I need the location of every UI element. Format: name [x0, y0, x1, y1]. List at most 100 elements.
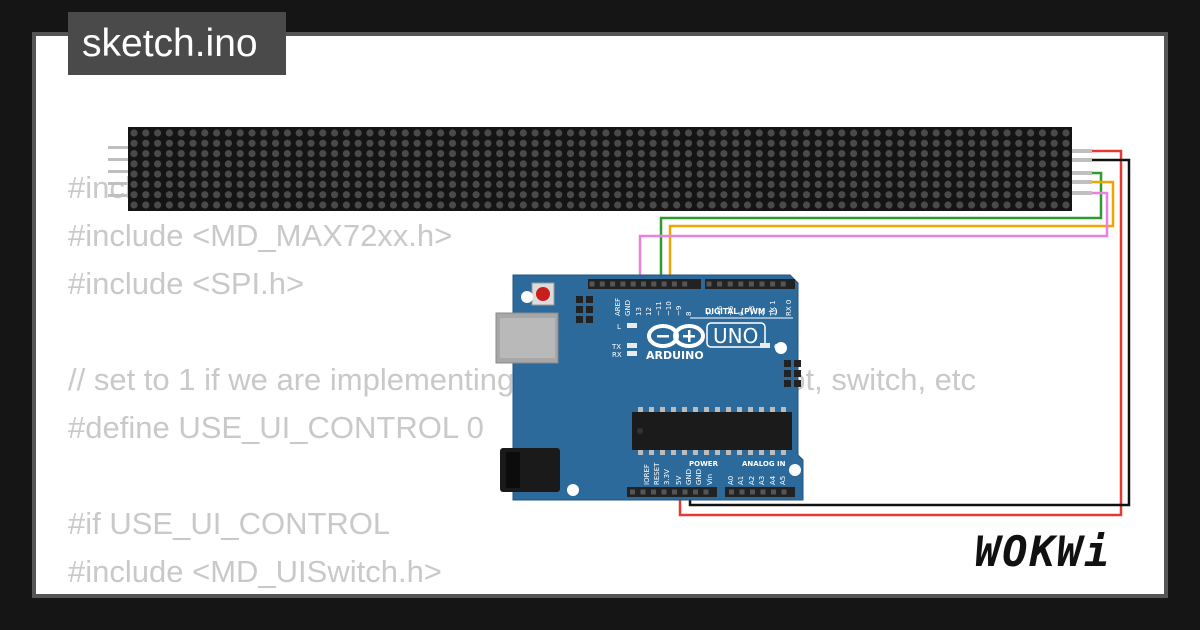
matrix-led [861, 129, 870, 137]
matrix-led [802, 150, 811, 158]
matrix-led [743, 160, 752, 168]
matrix-led [519, 201, 527, 209]
matrix-led [708, 180, 716, 188]
matrix-led [543, 160, 551, 168]
pin-hole[interactable] [729, 489, 734, 495]
matrix-led [448, 139, 457, 147]
matrix-led [991, 191, 999, 199]
matrix-led [614, 150, 622, 158]
pin-hole[interactable] [738, 281, 744, 287]
pin-hole[interactable] [750, 489, 755, 495]
matrix-left-pins [108, 146, 128, 197]
matrix-led [720, 150, 728, 158]
pin-hole[interactable] [682, 489, 688, 495]
pin-hole[interactable] [770, 281, 776, 287]
pin-hole[interactable] [717, 281, 723, 287]
pin-hole[interactable] [759, 281, 765, 287]
matrix-led [802, 191, 811, 199]
matrix-led [566, 139, 575, 147]
matrix-led [224, 191, 232, 199]
matrix-led [1027, 129, 1035, 137]
pin-hole[interactable] [641, 281, 646, 287]
pin-hole[interactable] [748, 281, 754, 287]
pin-hole[interactable] [706, 281, 712, 287]
top-pin-label: RX 0 [785, 300, 793, 316]
pin-hole[interactable] [630, 281, 636, 287]
pin-hole[interactable] [589, 281, 595, 287]
matrix-led [767, 129, 775, 137]
pin-hole[interactable] [781, 489, 787, 495]
pin-hole[interactable] [682, 281, 688, 287]
matrix-led [743, 170, 752, 178]
matrix-led [307, 170, 315, 178]
wire-din[interactable] [659, 171, 1103, 287]
matrix-led [283, 201, 291, 209]
matrix-led [331, 150, 339, 158]
matrix-led [826, 191, 834, 199]
pin-hole[interactable] [610, 281, 616, 287]
matrix-led [331, 139, 339, 147]
pin-hole[interactable] [630, 489, 635, 495]
pin-hole[interactable] [672, 489, 677, 495]
matrix-led [732, 129, 740, 137]
matrix-led [991, 170, 999, 178]
matrix-led [165, 170, 173, 178]
code-line: #include <SPI.h> [68, 266, 305, 301]
matrix-led [283, 129, 291, 137]
matrix-led [272, 160, 280, 168]
matrix-led [861, 180, 870, 188]
pin-hole[interactable] [661, 281, 667, 287]
matrix-led [920, 170, 929, 178]
pin-hole[interactable] [640, 489, 646, 495]
file-tab[interactable]: sketch.ino [68, 12, 286, 75]
wire-vcc[interactable] [678, 149, 1123, 517]
matrix-led [779, 150, 787, 158]
matrix-led [755, 150, 763, 158]
pin-hole[interactable] [671, 281, 677, 287]
wire-cs[interactable] [668, 180, 1115, 287]
matrix-led [201, 170, 209, 178]
chip-leg [748, 407, 753, 412]
pin-hole[interactable] [620, 281, 626, 287]
matrix-led [968, 139, 976, 147]
matrix-led [1038, 180, 1046, 188]
matrix-led [496, 170, 504, 178]
analog-header[interactable] [725, 487, 795, 497]
led-matrix[interactable] [108, 127, 1092, 211]
matrix-led [1038, 150, 1046, 158]
matrix-led [496, 191, 504, 199]
matrix-led [378, 129, 386, 137]
pin-hole[interactable] [760, 489, 766, 495]
matrix-led [236, 191, 244, 199]
chip-leg [781, 450, 786, 455]
matrix-led [673, 170, 681, 178]
matrix-led [944, 139, 952, 147]
matrix-led [1027, 139, 1035, 147]
pin-hole[interactable] [727, 281, 733, 287]
matrix-led [472, 191, 480, 199]
pin-hole[interactable] [739, 489, 745, 495]
pin-hole[interactable] [693, 489, 698, 495]
matrix-led [979, 201, 988, 209]
pin-hole[interactable] [661, 489, 667, 495]
pin-hole[interactable] [780, 281, 786, 287]
matrix-led [897, 150, 905, 158]
wire-clk[interactable] [638, 191, 1109, 287]
matrix-led [696, 129, 704, 137]
pin-hole[interactable] [651, 281, 657, 287]
pin-hole[interactable] [599, 281, 605, 287]
matrix-led [378, 150, 386, 158]
matrix-led [213, 191, 221, 199]
matrix-led [213, 201, 221, 209]
pin-hole[interactable] [703, 489, 709, 495]
chip-leg [759, 407, 764, 412]
pin-hole[interactable] [651, 489, 656, 495]
matrix-led [614, 129, 622, 137]
matrix-led [484, 180, 492, 188]
matrix-led [213, 160, 221, 168]
matrix-led [260, 191, 268, 199]
pin-hole[interactable] [771, 489, 776, 495]
matrix-led [661, 170, 669, 178]
matrix-led [460, 139, 468, 147]
